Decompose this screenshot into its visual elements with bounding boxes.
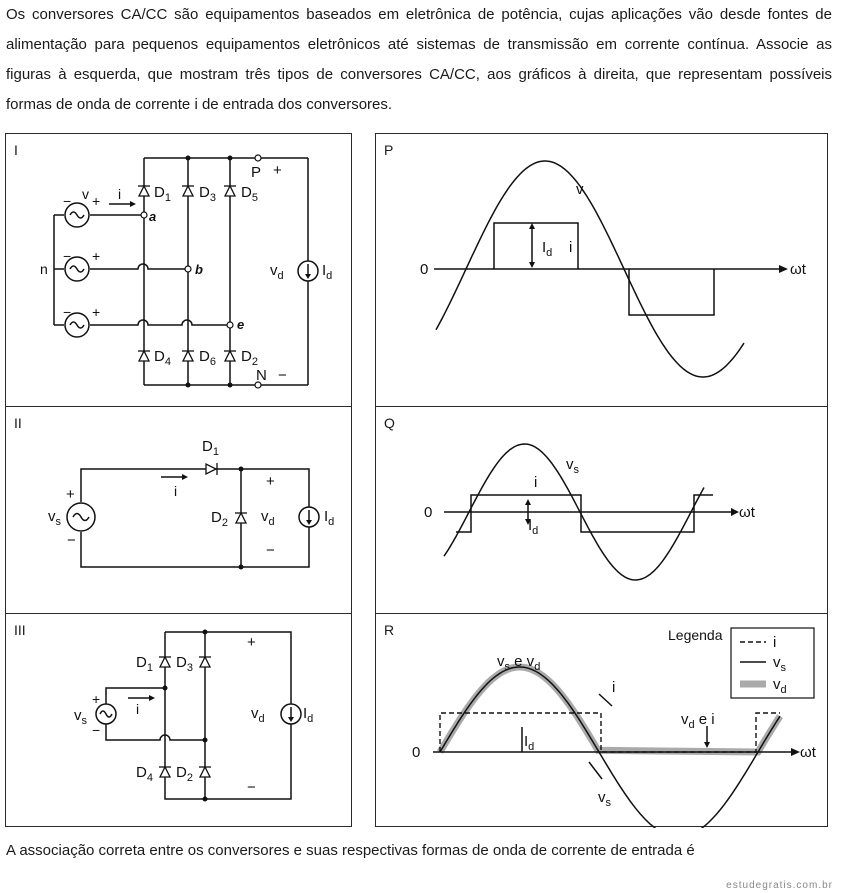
diode-D2-label: D2 [211, 509, 228, 529]
diode-D6-label: D6 [199, 348, 216, 368]
i-label: i [569, 239, 572, 256]
panel-label: R [384, 622, 395, 638]
waveform-panel-Q: Q 0 ωt vs i Id [375, 406, 828, 614]
diode-D3-label: D3 [176, 654, 193, 674]
terminal-N-label: N [256, 367, 267, 384]
diode-D1-label: D1 [202, 438, 219, 458]
panel-label: I [14, 142, 18, 158]
legend-item-i: i [773, 634, 776, 651]
v-label: v [576, 181, 584, 198]
svg-text:+: + [92, 304, 100, 320]
svg-text:−: − [92, 722, 100, 738]
legend-title: Legenda [668, 627, 723, 643]
waveform-P-graph: 0 ωt v Id i [420, 160, 807, 378]
svg-text:−: − [63, 248, 71, 264]
vd-e-i-label: vd e i [681, 711, 715, 731]
svg-text:+: + [92, 193, 100, 209]
svg-text:+: + [266, 473, 275, 490]
Id-label: Id [303, 705, 313, 725]
svg-text:−: − [266, 542, 275, 559]
source-v-label: v [82, 186, 89, 202]
three-phase-bridge-diagram: v − + i − + − + n a b e P + N − vd Id D1… [40, 154, 332, 389]
panel-label: III [14, 622, 26, 638]
diode-D3-label: D3 [199, 184, 216, 204]
waveform-panel-R: R 0 ωt vs e vd i Id vd e i vs Legenda i … [375, 613, 828, 828]
current-i-label: i [136, 701, 139, 717]
waveform-Q-graph: 0 ωt vs i Id [424, 443, 756, 581]
svg-text:0: 0 [420, 261, 428, 278]
svg-text:+: + [273, 162, 282, 179]
circuit-panel-I: I [5, 133, 352, 407]
diode-D5-label: D5 [241, 184, 258, 204]
circuit-panel-III: III D1 D3 D4 D2 + − vs [5, 613, 352, 827]
current-i-label: i [174, 483, 177, 499]
svg-text:0: 0 [424, 504, 432, 521]
Id-label: Id [542, 239, 552, 259]
vd-label: vd [251, 705, 265, 725]
waveform-panel-P: P 0 ωt v Id i [375, 133, 828, 407]
vd-label: vd [270, 262, 284, 282]
vs-label: vs [48, 508, 62, 528]
current-i-curve [439, 712, 780, 753]
vd-label: vd [261, 508, 275, 528]
svg-text:−: − [278, 367, 287, 384]
Id-label: Id [324, 508, 334, 528]
svg-text:−: − [67, 532, 76, 549]
vs-label: vs [598, 789, 612, 809]
diode-D4-label: D4 [136, 764, 153, 784]
vs-label: vs [74, 707, 88, 727]
panel-label: P [384, 142, 394, 158]
watermark: estudegratis.com.br [726, 880, 833, 891]
legend-box [730, 627, 815, 699]
svg-text:+: + [92, 691, 100, 707]
diode-D2-label: D2 [176, 764, 193, 784]
Id-label: Id [322, 262, 332, 282]
svg-text:+: + [66, 486, 75, 503]
neutral-label: n [40, 261, 48, 277]
svg-text:−: − [247, 779, 256, 796]
svg-text:ωt: ωt [800, 744, 817, 761]
diode-D1-label: D1 [136, 654, 153, 674]
i-label: i [612, 679, 615, 696]
terminal-P-label: P [251, 164, 261, 181]
question-footer: A associação correta entre os conversore… [6, 842, 695, 859]
voltage-vs-curve [443, 443, 705, 581]
voltage-v-curve [435, 160, 745, 378]
node-b-label: b [195, 262, 203, 277]
diode-D4-label: D4 [154, 348, 171, 368]
svg-text:+: + [92, 248, 100, 264]
node-a-label: a [149, 209, 156, 224]
voltage-vs-curve [439, 666, 781, 828]
circuit-panel-II: II D1 D2 i + − vs + − vd Id [5, 406, 352, 614]
legend-item-vs: vs [773, 654, 787, 674]
Id-label: Id [524, 733, 534, 753]
panel-label: Q [384, 415, 395, 431]
legend-item-vd: vd [773, 676, 787, 696]
waveform-R-graph: 0 ωt vs e vd i Id vd e i vs Legenda i vs… [412, 627, 817, 828]
question-intro: Os conversores CA/CC são equipamentos ba… [6, 6, 832, 113]
vs-label: vs [566, 456, 580, 476]
current-i-label: i [118, 186, 121, 202]
diode-D1-label: D1 [154, 184, 171, 204]
svg-text:ωt: ωt [790, 261, 807, 278]
vs-e-vd-label: vs e vd [497, 653, 540, 673]
single-phase-bridge-diagram: D1 D3 D4 D2 + − vs i + − vd Id [74, 629, 313, 802]
svg-text:−: − [63, 193, 71, 209]
node-e-label: e [237, 317, 244, 332]
svg-text:ωt: ωt [739, 504, 756, 521]
i-label: i [534, 474, 537, 491]
panel-label: II [14, 415, 22, 431]
Id-label: Id [528, 517, 538, 537]
svg-text:−: − [63, 304, 71, 320]
svg-text:+: + [247, 634, 256, 651]
half-wave-rectifier-diagram: D1 D2 i + − vs + − vd Id [48, 438, 334, 570]
current-i-curve [456, 494, 713, 533]
diode-D2-label: D2 [241, 348, 258, 368]
svg-text:0: 0 [412, 744, 420, 761]
